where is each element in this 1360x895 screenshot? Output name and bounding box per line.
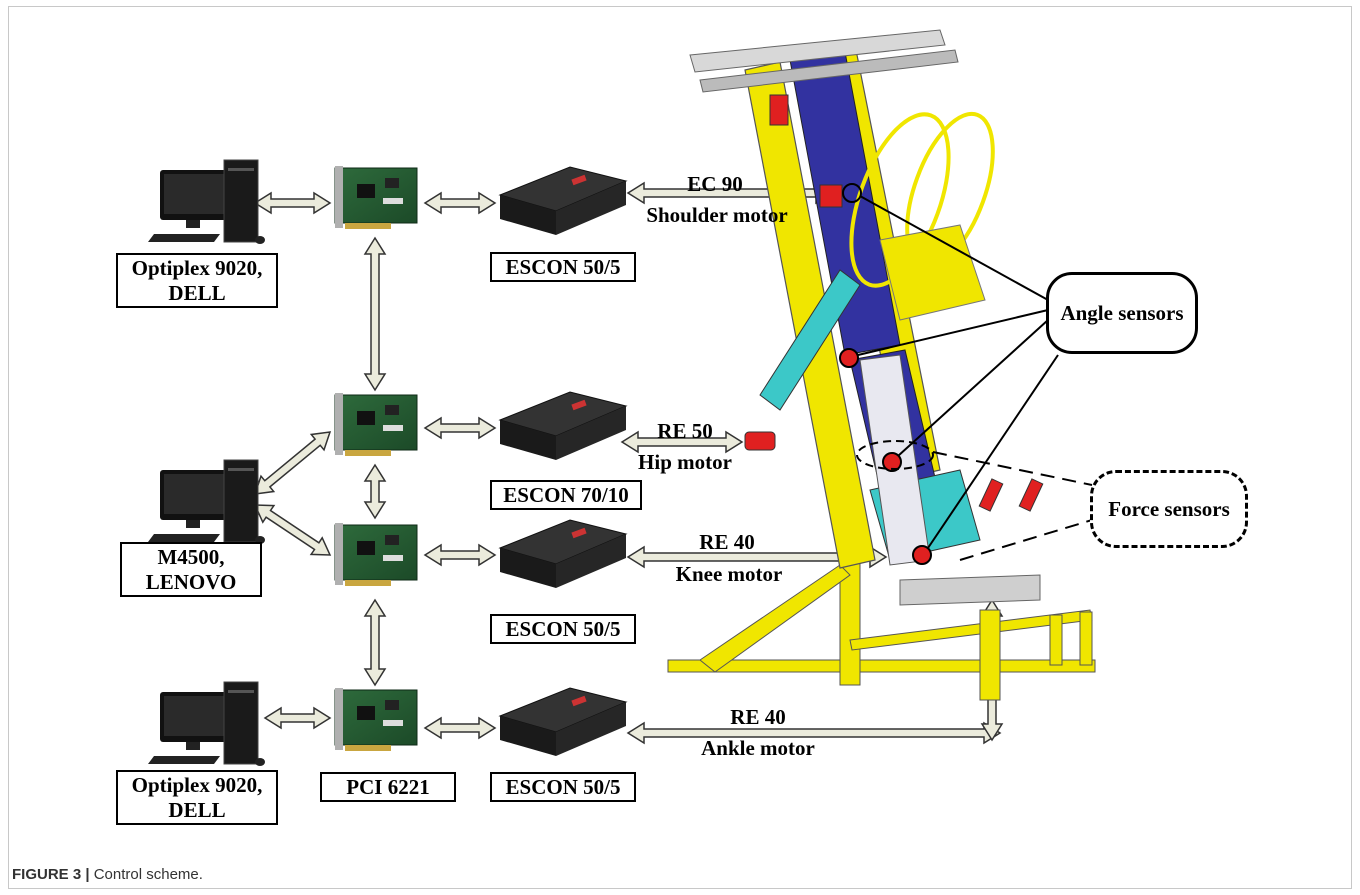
- driver-label-hip: ESCON 70/10: [490, 480, 642, 510]
- arrow-computer1-card1: [255, 193, 330, 213]
- arrow-card3-driver3: [425, 545, 495, 565]
- driver-label-shoulder: ESCON 50/5: [490, 252, 636, 282]
- driver-label-knee: ESCON 50/5: [490, 614, 636, 644]
- arrow-card4-driver4: [425, 718, 495, 738]
- driver-icon-hip: [500, 392, 626, 460]
- daq-card-icon-1: [335, 166, 417, 229]
- computer-label-bottom: Optiplex 9020, DELL: [116, 770, 278, 825]
- daq-card-icon-4: [335, 688, 417, 751]
- arrow-card3-card4: [365, 600, 385, 685]
- arrow-computer2-card3: [255, 505, 330, 555]
- driver-label-ankle: ESCON 50/5: [490, 772, 636, 802]
- figure-number: FIGURE 3 |: [12, 866, 90, 883]
- arrow-card1-driver1: [425, 193, 495, 213]
- computer-label-middle: M4500, LENOVO: [120, 542, 262, 597]
- driver-icon-knee: [500, 520, 626, 588]
- computer-middle-line2: LENOVO: [122, 570, 260, 595]
- robot-frame-illustration: [668, 30, 1095, 700]
- computer-icon-bottom: [148, 682, 265, 766]
- daq-card-label: PCI 6221: [320, 772, 456, 802]
- computer-top-line1: Optiplex 9020,: [118, 256, 276, 281]
- daq-card-icon-2: [335, 393, 417, 456]
- arrow-computer3-card4: [265, 708, 330, 728]
- arrow-computer2-card2: [255, 432, 330, 494]
- motor-name-shoulder: Shoulder motor: [636, 203, 798, 227]
- motor-name-ankle: Ankle motor: [680, 736, 836, 760]
- computer-icon-top: [148, 160, 265, 244]
- force-sensors-callout: Force sensors: [1090, 470, 1248, 548]
- motor-model-hip: RE 50: [630, 419, 740, 443]
- driver-icon-shoulder: [500, 167, 626, 235]
- motor-name-knee: Knee motor: [654, 562, 804, 586]
- arrow-card2-driver2: [425, 418, 495, 438]
- motor-name-hip: Hip motor: [620, 450, 750, 474]
- computer-bottom-line1: Optiplex 9020,: [118, 773, 276, 798]
- computer-top-line2: DELL: [118, 281, 276, 306]
- motor-model-ankle: RE 40: [703, 705, 813, 729]
- computer-label-top: Optiplex 9020, DELL: [116, 253, 278, 308]
- arrow-card1-card2: [365, 238, 385, 390]
- arrow-card2-card3: [365, 465, 385, 518]
- computer-middle-line1: M4500,: [122, 545, 260, 570]
- figure-caption: FIGURE 3 | Control scheme.: [12, 866, 203, 883]
- angle-sensors-callout: Angle sensors: [1046, 272, 1198, 354]
- computer-icon-middle: [148, 460, 265, 544]
- motor-model-shoulder: EC 90: [660, 172, 770, 196]
- caption-text: Control scheme.: [90, 866, 203, 883]
- motor-model-knee: RE 40: [672, 530, 782, 554]
- computer-bottom-line2: DELL: [118, 798, 276, 823]
- daq-card-icon-3: [335, 523, 417, 586]
- driver-icon-ankle: [500, 688, 626, 756]
